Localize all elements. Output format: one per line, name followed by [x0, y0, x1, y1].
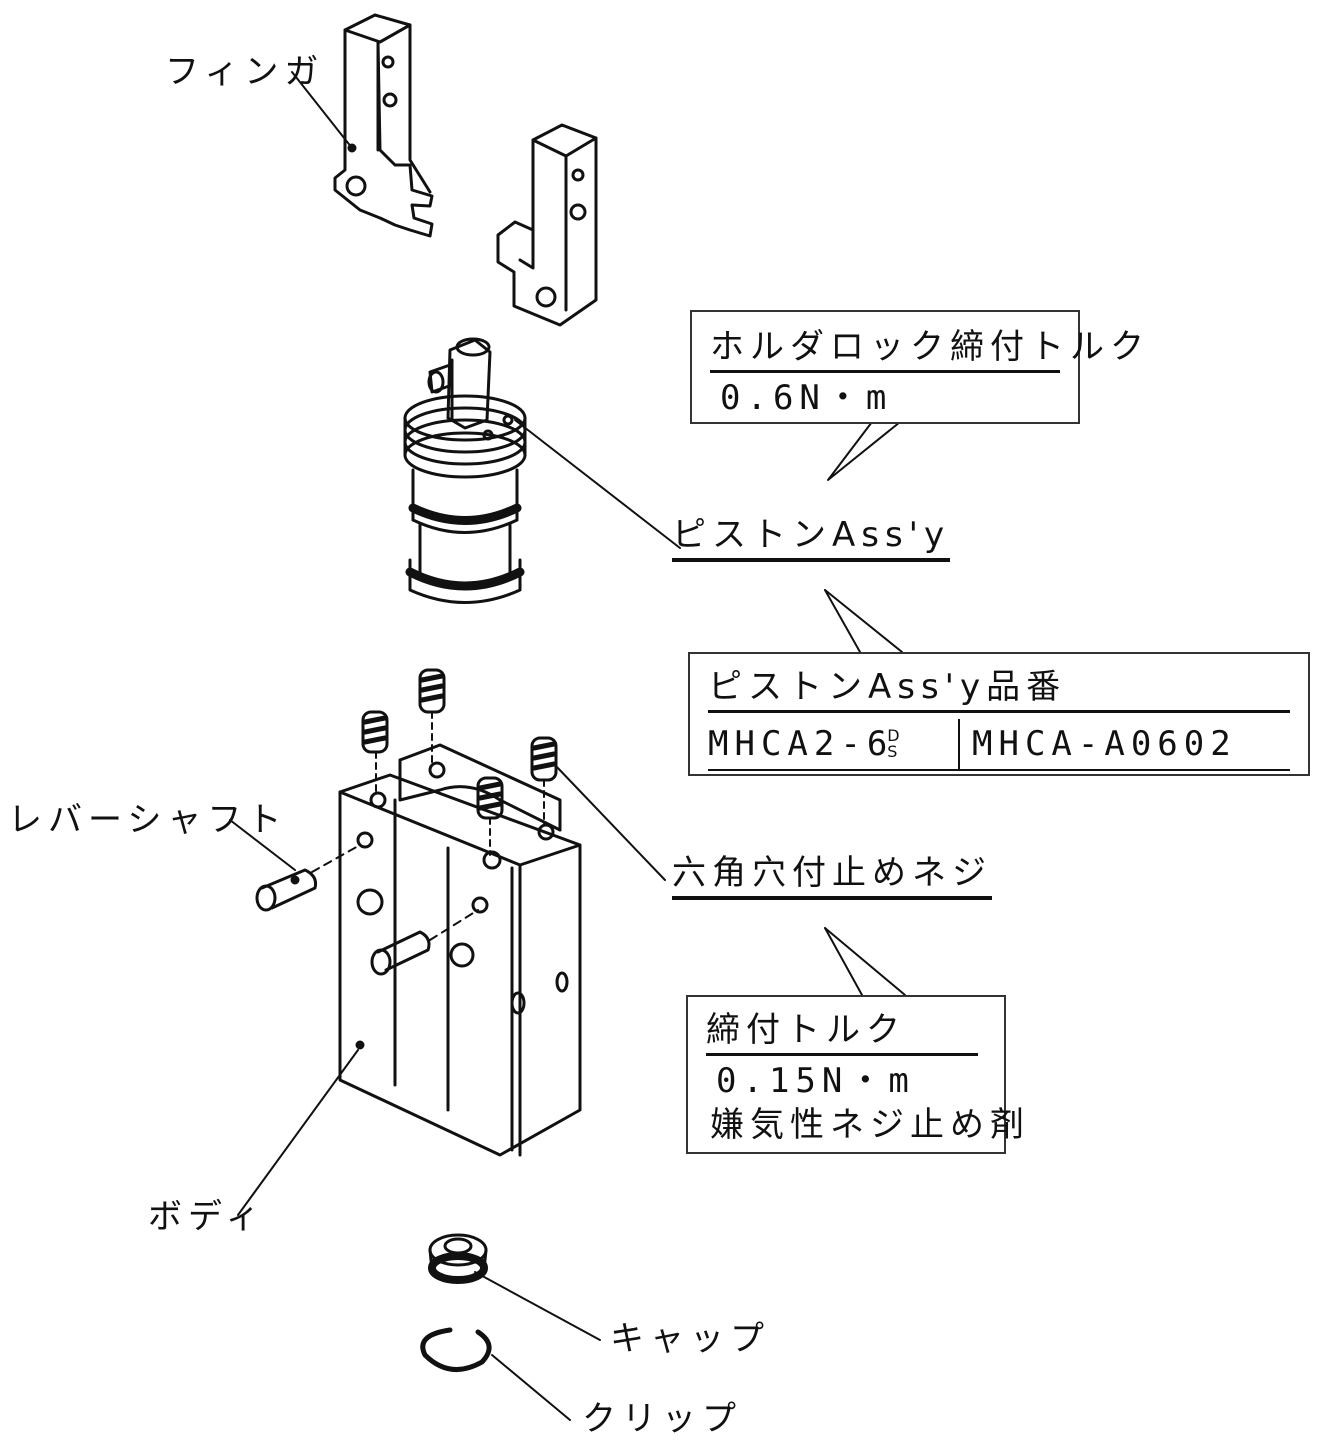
model-suffix-top: D: [887, 726, 900, 745]
hex-set-screw-label: 六角穴付止めネジ: [672, 856, 992, 900]
lever-shaft-part: [255, 844, 479, 976]
holder-lock-torque-value: 0.6N・m: [720, 378, 893, 418]
cap-part: [428, 1233, 488, 1284]
model-text: MHCA2-6: [708, 724, 894, 764]
piston-part-number-row: MHCA2-6 D S MHCA-A0602: [708, 719, 1290, 771]
part-number-cell: MHCA-A0602: [960, 719, 1290, 769]
model-cell: MHCA2-6 D S: [708, 719, 960, 769]
cap-label: キャップ: [610, 1319, 770, 1359]
clip-part: [420, 1327, 492, 1373]
screw-torque-callout: 締付トルク 0.15N・m 嫌気性ネジ止め剤: [686, 995, 1030, 1154]
piston-assembly-part: [403, 337, 527, 604]
body-part: [338, 743, 582, 1157]
finger-left-part: [333, 13, 434, 238]
finger-right-part: [496, 123, 598, 327]
leader-lines: [229, 71, 906, 1421]
piston-part-number-title: ピストンAss'y品番: [708, 670, 1290, 713]
body-label: ボディ: [148, 1197, 266, 1237]
screw-torque-title: 締付トルク: [706, 1013, 978, 1056]
screw-torque-value: 0.15N・m: [716, 1061, 915, 1101]
piston-assy-label: ピストンAss'y: [672, 518, 951, 562]
screw-torque-note: 嫌気性ネジ止め剤: [710, 1105, 1030, 1145]
model-suffix: D S: [887, 728, 899, 760]
lever-shaft-label: レバーシャフト: [8, 800, 288, 840]
hex-set-screws-part: [361, 668, 558, 856]
part-number-text: MHCA-A0602: [972, 724, 1237, 764]
finger-label: フィンガ: [165, 52, 325, 92]
model-suffix-bottom: S: [887, 742, 898, 761]
holder-lock-torque-title: ホルダロック締付トルク: [710, 330, 1144, 373]
clip-label: クリップ: [582, 1399, 742, 1439]
holder-lock-torque-callout: ホルダロック締付トルク 0.6N・m: [690, 310, 1144, 424]
piston-part-number-callout: ピストンAss'y品番 MHCA2-6 D S MHCA-A0602: [688, 652, 1310, 776]
